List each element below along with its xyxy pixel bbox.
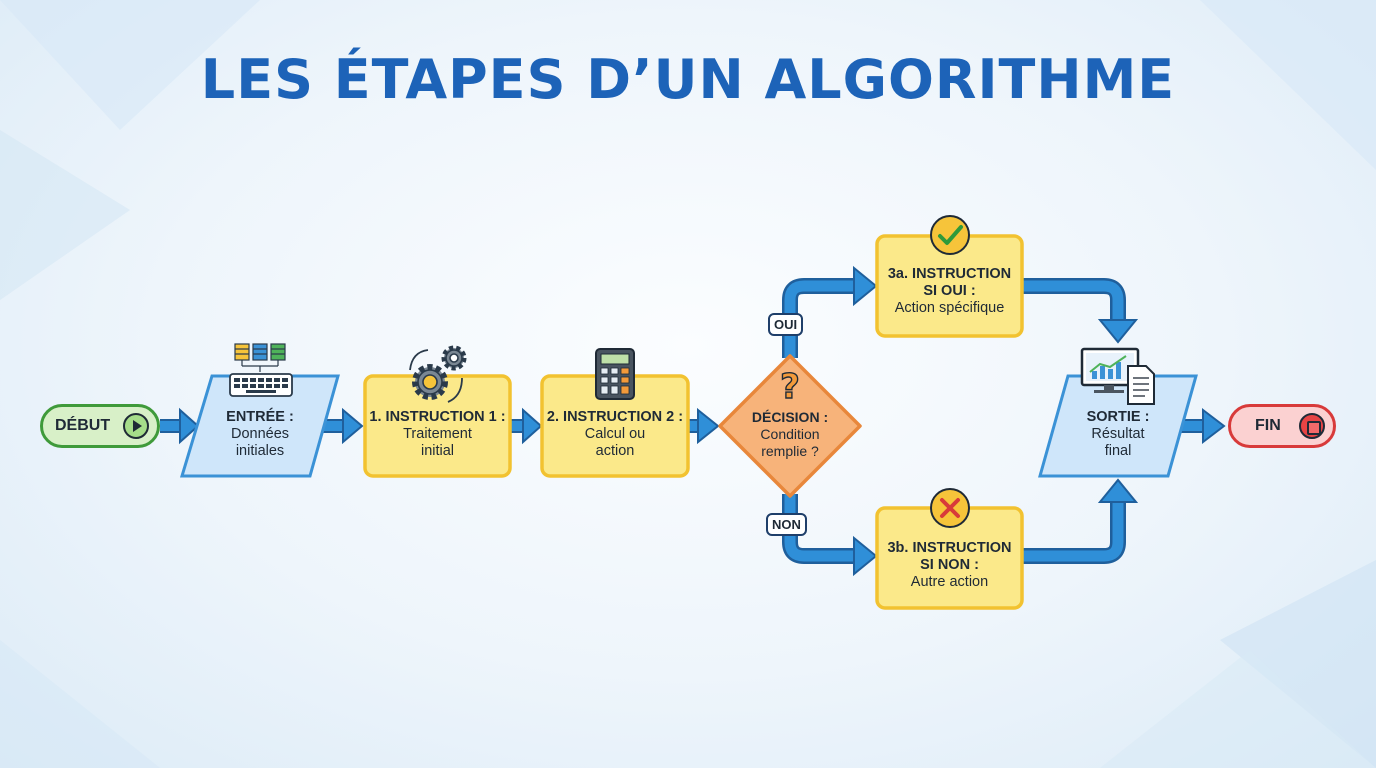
connector-instr3a-sortie (1022, 278, 1139, 344)
entree-line2: initiales (235, 442, 285, 459)
question-mark-icon: ? (779, 366, 800, 407)
connector-decision-instr3a (782, 265, 878, 358)
instr3a-line1: Action spécifique (894, 299, 1005, 316)
connector-instr3b-sortie (1022, 478, 1139, 564)
keyboard-database-icon (229, 343, 293, 397)
connector-instr1-instr2 (510, 407, 543, 445)
fin-label: FIN (1255, 417, 1281, 434)
instr1-heading: 1. INSTRUCTION 1 : (369, 408, 506, 425)
instr3b-label: 3b. INSTRUCTION SI NON : Autre action (877, 532, 1022, 598)
instr2-line1: Calcul ou (584, 425, 646, 442)
calculator-icon (595, 348, 635, 400)
connector-debut-entree (160, 407, 200, 445)
entree-label: ENTRÉE : Données initiales (200, 402, 320, 466)
instr1-label: 1. INSTRUCTION 1 : Traitement initial (365, 402, 510, 466)
play-icon (123, 413, 149, 439)
branch-yes-tag: OUI (768, 313, 804, 336)
entree-line1: Données (230, 425, 290, 442)
sortie-heading: SORTIE : (1086, 408, 1150, 425)
instr1-line1: Traitement (403, 425, 472, 442)
connector-instr2-decision (688, 407, 720, 445)
entree-shape (179, 374, 340, 478)
debut-node: DÉBUT (40, 404, 160, 448)
instr3a-heading1: 3a. INSTRUCTION (887, 265, 1012, 282)
decision-line2: remplie ? (761, 442, 819, 459)
instr2-label: 2. INSTRUCTION 2 : Calcul ou action (542, 402, 688, 466)
sortie-label: SORTIE : Résultat final (1058, 402, 1178, 466)
instr3b-heading2: SI NON : (920, 556, 979, 573)
page-title: LES ÉTAPES D’UN ALGORITHME (200, 48, 1176, 111)
decision-shape (718, 354, 862, 498)
decision-label: DÉCISION : Condition remplie ? (730, 402, 850, 466)
stop-icon (1299, 413, 1325, 439)
debut-label: DÉBUT (55, 417, 111, 434)
monitor-chart-document-icon (1080, 347, 1155, 405)
instr3a-label: 3a. INSTRUCTION SI OUI : Action spécifiq… (877, 258, 1022, 324)
connector-decision-instr3b (782, 494, 878, 577)
fin-node: FIN (1228, 404, 1336, 448)
instr2-heading: 2. INSTRUCTION 2 : (546, 408, 684, 425)
check-icon (930, 215, 970, 255)
instr3b-line1: Autre action (910, 573, 989, 590)
instr2-line2: action (595, 442, 635, 459)
instr3b-heading1: 3b. INSTRUCTION (887, 539, 1012, 556)
decision-line1: Condition (760, 425, 820, 442)
entree-heading: ENTRÉE : (226, 408, 294, 425)
sortie-line2: final (1104, 442, 1132, 459)
svg-text:?: ? (780, 367, 800, 407)
branch-no-tag: NON (766, 513, 807, 536)
instr1-line2: initial (420, 442, 455, 459)
gears-icon (409, 345, 467, 403)
instr3a-heading2: SI OUI : (923, 282, 976, 299)
decision-heading: DÉCISION : (751, 408, 829, 425)
cross-icon (930, 488, 970, 528)
sortie-line1: Résultat (1091, 425, 1145, 442)
